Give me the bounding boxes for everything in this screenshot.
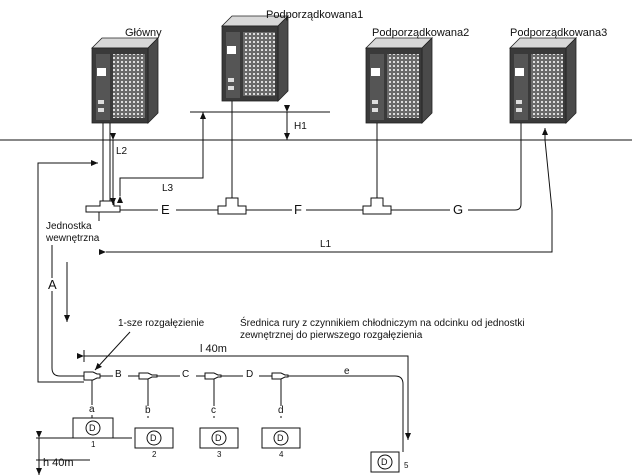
length-limit-label: l 40m [200, 343, 227, 355]
outdoor-unit-annotation: Jednostka wewnętrzna [46, 221, 106, 245]
pipe-label-a-lower: a [89, 404, 95, 415]
outdoor-unit-annotation-text: Jednostka wewnętrzna [46, 221, 100, 244]
first-branch-label: 1-sze rozgałęzienie [118, 318, 205, 329]
unit-label-slave-1: Podporządkowana1 [266, 9, 364, 21]
pipe-label-e: E [161, 202, 170, 217]
pipe-diameter-note: Średnica rury z czynnikiem chłodniczym n… [240, 318, 525, 342]
indoor-unit-4-symbol: D [277, 433, 284, 443]
pipe-label-b: B [115, 369, 122, 380]
indoor-unit-5-symbol: D [381, 457, 388, 467]
pipe-label-a: A [48, 277, 57, 292]
unit-label-slave-3: Podporządkowana3 [510, 27, 608, 39]
height-limit-label: h 40m [43, 457, 74, 469]
unit-label-slave-2: Podporządkowana2 [372, 27, 470, 39]
indoor-unit-2-number: 2 [152, 450, 157, 459]
dimension-label-h1: H1 [294, 121, 307, 132]
unit-label-main: Główny [125, 27, 162, 39]
pipe-label-d-lower: d [278, 405, 284, 416]
pipe-label-b-lower: b [145, 405, 151, 416]
dimension-label-l3: L3 [162, 183, 174, 194]
indoor-unit-2-symbol: D [150, 433, 157, 443]
outdoor-unit-main [91, 37, 159, 124]
indoor-unit-1-symbol: D [89, 423, 96, 433]
indoor-unit-3-number: 3 [217, 450, 222, 459]
indoor-unit-1-number: 1 [91, 440, 96, 449]
outdoor-unit-slave-1 [221, 15, 289, 102]
note-line-1: Średnica rury z czynnikiem chłodniczym n… [240, 318, 525, 329]
indoor-unit-3-symbol: D [215, 433, 222, 443]
pipe-label-c-lower: c [211, 405, 216, 416]
pipe-label-f: F [294, 202, 302, 217]
dimension-label-l1: L1 [320, 239, 332, 250]
outdoor-unit-slave-3 [509, 37, 577, 124]
outdoor-unit-slave-2 [365, 37, 433, 124]
note-line-2: zewnętrznej do pierwszego rozgałęzienia [240, 330, 423, 341]
indoor-units [72, 417, 400, 473]
pipe-label-c: C [182, 369, 190, 380]
pipe-label-d: D [246, 369, 254, 380]
dimension-label-l2: L2 [116, 146, 128, 157]
pipe-label-e-lower: e [344, 366, 350, 377]
indoor-unit-5-number: 5 [404, 461, 409, 470]
indoor-unit-4-number: 4 [279, 450, 284, 459]
pipe-label-g: G [453, 202, 464, 217]
